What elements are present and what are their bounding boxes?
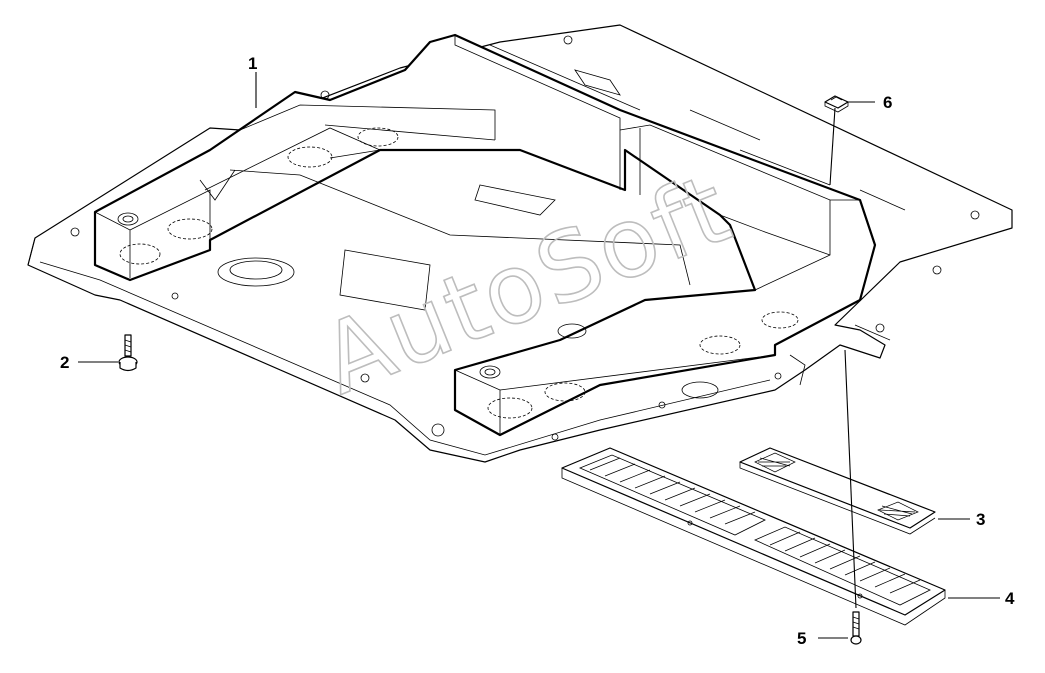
bolt-part-2 <box>118 334 138 372</box>
duct-insulator-assembly <box>93 33 877 437</box>
callout-2: 2 <box>60 353 69 372</box>
leader-lines <box>78 72 1000 639</box>
filter-part-3 <box>739 447 936 535</box>
grille-part-4 <box>561 447 946 626</box>
callout-3: 3 <box>976 510 985 529</box>
callout-6: 6 <box>883 93 892 112</box>
screw-part-5 <box>850 611 862 645</box>
callout-1: 1 <box>248 54 257 73</box>
callout-5: 5 <box>797 629 806 648</box>
clip-nut-part-6 <box>824 95 849 113</box>
callout-4: 4 <box>1005 589 1015 608</box>
